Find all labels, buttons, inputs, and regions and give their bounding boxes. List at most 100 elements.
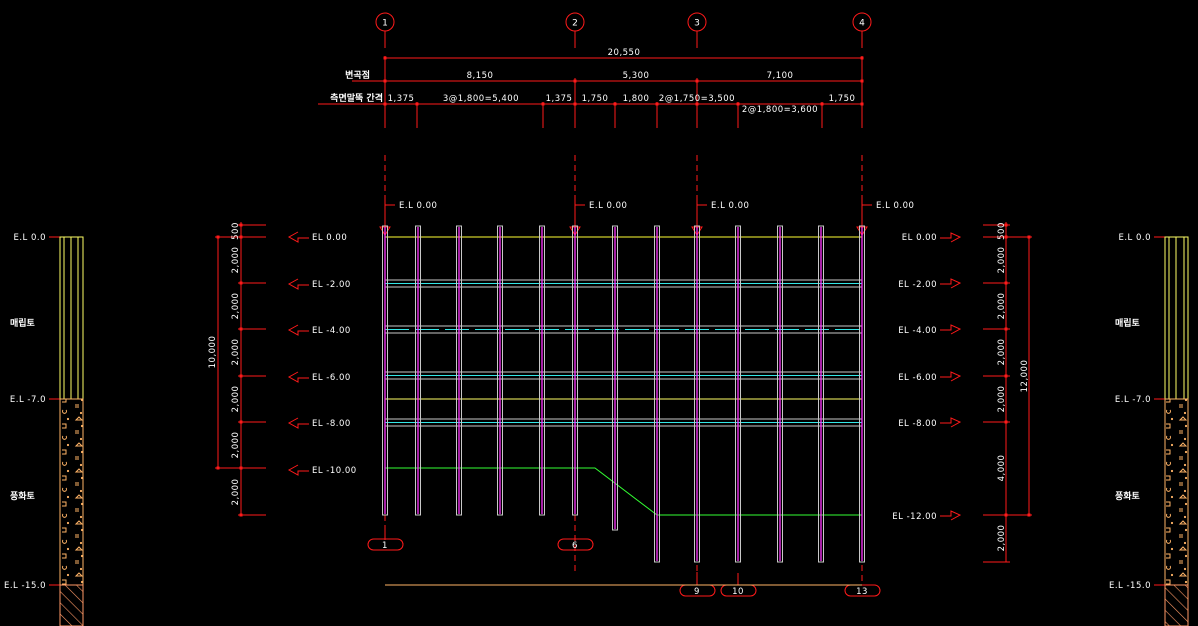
pile-6 [572, 225, 578, 516]
left-level-text: EL -2.00 [312, 280, 351, 290]
pile-tag-label: 13 [856, 587, 868, 597]
right-level-text: EL -4.00 [898, 326, 937, 336]
right-level-arrow [940, 324, 962, 335]
fill-soil-layer [59, 236, 84, 400]
borehole-level: E.L -7.0 [1115, 395, 1151, 405]
pile-8 [654, 225, 660, 563]
pile-casing [654, 225, 660, 563]
left-dim-seg: 2,000 [231, 247, 241, 274]
pile-5 [539, 225, 545, 516]
pile-casing [456, 225, 462, 516]
grid-bubble-2[interactable]: 2 [565, 12, 585, 48]
pile-casing [612, 225, 618, 531]
right-dim-seg: 500 [997, 222, 1007, 240]
left-level-text: EL -8.00 [312, 419, 351, 429]
borehole-level: E.L 0.0 [13, 233, 46, 243]
right-dim-total: 12,000 [1020, 360, 1030, 393]
dim-row2-seg: 2@1,800=3,600 [742, 105, 818, 115]
right-dim-seg: 2,000 [997, 339, 1007, 366]
left-dim-seg: 2,000 [231, 386, 241, 413]
dim-row2-seg: 3@1,800=5,400 [443, 94, 519, 104]
dim-row2-label: 측면말뚝 간격 [330, 92, 383, 104]
left-level-text: EL 0.00 [312, 233, 347, 243]
left-level-text: EL -6.00 [312, 373, 351, 383]
pile-tag-label: 6 [572, 541, 578, 551]
borehole-layer-name: 매립토 [1115, 317, 1141, 329]
pile-3 [456, 225, 462, 516]
right-level-markers [940, 232, 962, 521]
pile-12 [818, 225, 824, 563]
right-dim-seg: 2,000 [997, 247, 1007, 274]
grid-bubble-label: 1 [382, 19, 388, 29]
left-level-texts: EL 0.00 EL -2.00 EL -4.00 EL -6.00 EL -8… [312, 233, 357, 476]
grid-bubble-label: 3 [694, 19, 700, 29]
dim-row2-seg: 1,750 [582, 94, 609, 104]
borehole-level: E.L 0.0 [1118, 233, 1151, 243]
pile-casing [818, 225, 824, 563]
pile-tag-6[interactable]: 6 [557, 538, 594, 551]
borehole-level: E.L -7.0 [10, 395, 46, 405]
borehole-level: E.L -15.0 [1109, 581, 1151, 591]
dim-row2-seg: 1,375 [546, 94, 573, 104]
top-el-texts: E.L 0.00 E.L 0.00 E.L 0.00 E.L 0.00 [399, 201, 914, 211]
left-level-text: EL -4.00 [312, 326, 351, 336]
grid-bubble-4[interactable]: 4 [852, 12, 872, 48]
grid-bubble-1[interactable]: 1 [375, 12, 395, 48]
top-el-text: E.L 0.00 [589, 201, 627, 211]
dim-total: 20,550 [608, 48, 641, 58]
rock-layer [1164, 584, 1189, 626]
pile-tag-1[interactable]: 1 [367, 527, 404, 551]
right-level-text: EL 0.00 [902, 233, 937, 243]
pile-casing [777, 225, 783, 563]
left-dim-seg: 2,000 [231, 479, 241, 506]
rock-layer [59, 584, 84, 626]
dim-row1-label: 변곡점 [345, 69, 370, 81]
dim-row1-seg: 8,150 [467, 71, 494, 81]
pile-casing [415, 225, 421, 516]
pile-7 [612, 225, 618, 531]
pile-9 [694, 225, 700, 563]
dim-row2-seg: 1,750 [829, 94, 856, 104]
left-dim-seg: 500 [231, 222, 241, 240]
right-level-text: EL -8.00 [898, 419, 937, 429]
pile-10 [735, 225, 741, 563]
borehole-right: E.L 0.0 E.L -7.0 E.L -15.0 매립토 풍화토 [1109, 233, 1189, 626]
pile-tag-13[interactable]: 13 [844, 584, 881, 597]
dim-row1-seg: 7,100 [767, 71, 794, 81]
pile-casing [735, 225, 741, 563]
top-el-text: E.L 0.00 [399, 201, 437, 211]
grid-bubble-3[interactable]: 3 [687, 12, 707, 48]
left-level-text: EL -10.00 [312, 466, 357, 476]
right-level-text: EL -12.00 [892, 512, 937, 522]
left-dim-total: 10,000 [208, 336, 218, 369]
dim-row2-seg: 1,800 [623, 94, 650, 104]
pile-casing [382, 225, 388, 516]
borehole-layer-name: 풍화토 [10, 490, 36, 502]
pile-11 [777, 225, 783, 563]
weathered-soil-layer [59, 398, 84, 586]
dim-row1-seg: 5,300 [623, 71, 650, 81]
pile-casing [694, 225, 700, 563]
left-vertical-dims [215, 222, 266, 517]
pile-1 [382, 225, 388, 516]
left-level-markers [287, 231, 309, 476]
left-level-arrow [287, 417, 309, 429]
dim-row2-seg: 2@1,750=3,500 [659, 94, 735, 104]
borehole-level: E.L -15.0 [4, 581, 46, 591]
pile-13 [859, 225, 865, 563]
weathered-soil-layer [1164, 398, 1189, 586]
right-level-arrow [940, 278, 962, 289]
right-dim-seg: 2,000 [997, 386, 1007, 413]
right-level-arrow [940, 417, 962, 428]
left-dim-seg: 2,000 [231, 339, 241, 366]
fill-soil-layer [1164, 236, 1189, 400]
pile-4 [497, 225, 503, 516]
top-dimension-texts: 20,550 변곡점 8,150 5,300 7,100 측면말뚝 간격 1,3… [330, 48, 855, 115]
right-level-arrow [940, 510, 962, 521]
left-level-arrow [287, 464, 309, 476]
pile-tags: 1 6 9 10 13 [367, 527, 881, 597]
left-dim-seg: 2,000 [231, 432, 241, 459]
top-el-text: E.L 0.00 [711, 201, 749, 211]
pile-casing [539, 225, 545, 516]
